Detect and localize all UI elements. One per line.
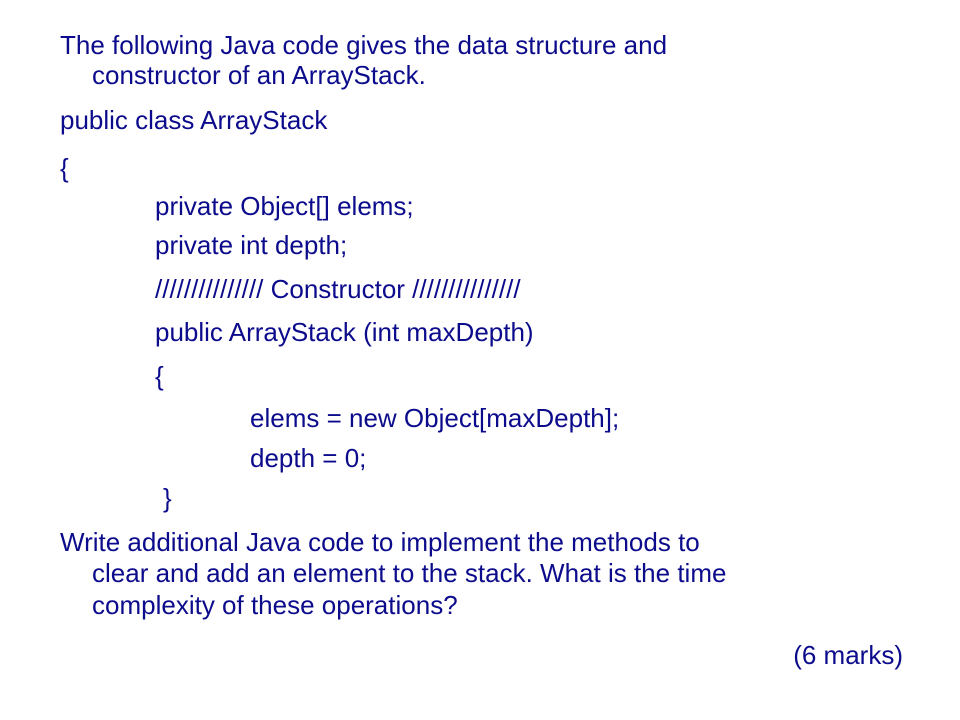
constructor-comment: /////////////// Constructor ////////////… xyxy=(155,274,521,304)
intro-line-1: The following Java code gives the data s… xyxy=(60,30,668,60)
field-elems: private Object[] elems; xyxy=(155,191,414,221)
constructor-close-brace: } xyxy=(163,483,172,513)
field-depth: private int depth; xyxy=(155,230,348,260)
marks-label: (6 marks) xyxy=(793,640,903,670)
question-line-1: Write additional Java code to implement … xyxy=(60,527,700,557)
statement-elems: elems = new Object[maxDepth]; xyxy=(250,403,620,433)
question-line-3: complexity of these operations? xyxy=(92,590,458,620)
constructor-declaration: public ArrayStack (int maxDepth) xyxy=(155,317,534,347)
class-open-brace: { xyxy=(60,153,69,183)
class-declaration: public class ArrayStack xyxy=(60,105,328,135)
intro-line-2: constructor of an ArrayStack. xyxy=(92,60,426,90)
statement-depth: depth = 0; xyxy=(250,443,367,473)
question-line-2: clear and add an element to the stack. W… xyxy=(92,558,727,588)
constructor-open-brace: { xyxy=(155,361,164,391)
